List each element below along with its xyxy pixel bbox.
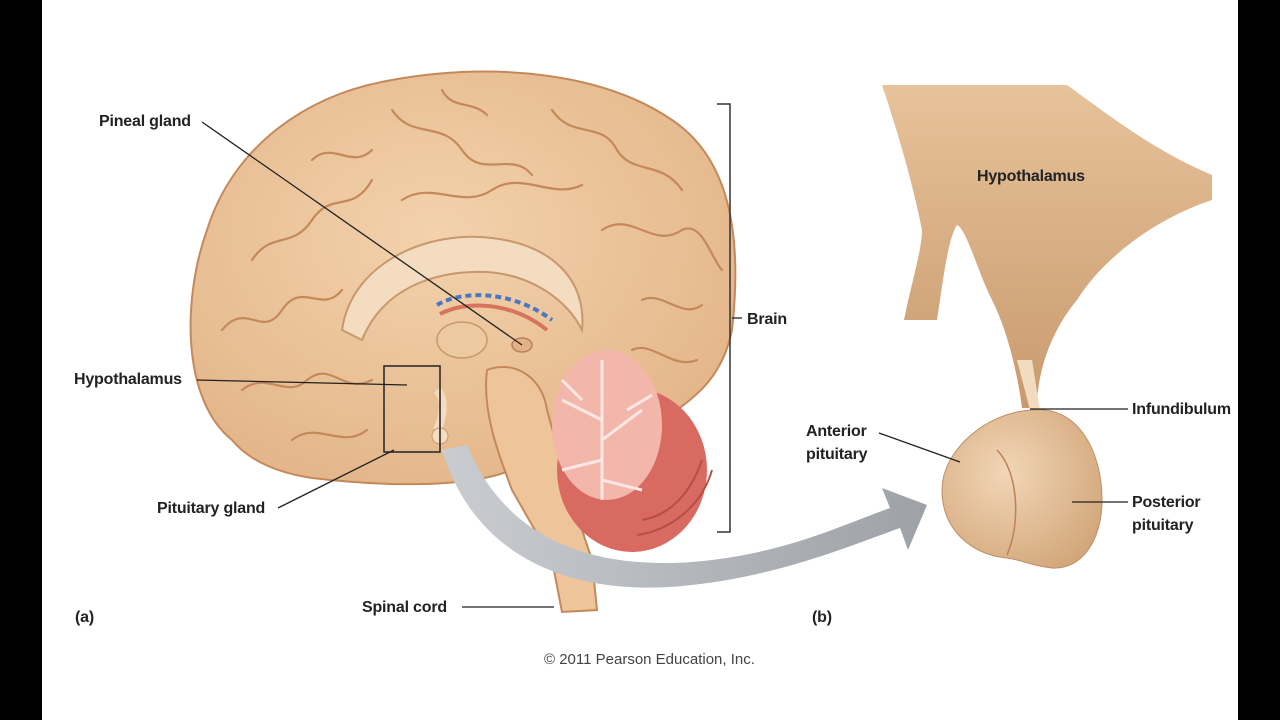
pituitary-body bbox=[941, 409, 1103, 569]
label-brain: Brain bbox=[747, 311, 787, 328]
label-posterior-pituitary-line2: pituitary bbox=[1132, 517, 1194, 534]
label-infundibulum: Infundibulum bbox=[1132, 401, 1231, 418]
hypothalamus-shape-b bbox=[882, 85, 1212, 408]
brain-pituitary-diagram bbox=[189, 70, 1212, 614]
label-pituitary-gland: Pituitary gland bbox=[157, 500, 266, 517]
leader-lines bbox=[196, 121, 1128, 608]
ventricle-blue bbox=[435, 293, 554, 322]
label-anterior-pituitary-line2: pituitary bbox=[806, 446, 868, 463]
label-hypothalamus-b: Hypothalamus bbox=[977, 168, 1085, 185]
anterior-posterior-divider bbox=[996, 449, 1017, 556]
gyri-lines bbox=[220, 88, 724, 442]
pituitary-illustration bbox=[882, 85, 1212, 569]
infundibulum-stalk bbox=[1017, 360, 1040, 410]
panel-label-b: (b) bbox=[812, 609, 832, 626]
panel-label-a: (a) bbox=[75, 609, 94, 626]
figure-canvas: Pineal gland Hypothalamus Pituitary glan… bbox=[42, 0, 1238, 720]
corpus-callosum bbox=[340, 235, 584, 342]
label-hypothalamus-a: Hypothalamus bbox=[74, 371, 182, 388]
transition-arrow bbox=[442, 445, 927, 588]
highlight-box bbox=[383, 365, 441, 453]
label-pineal-gland: Pineal gland bbox=[99, 113, 191, 130]
brain-illustration bbox=[189, 70, 737, 614]
cerebellum bbox=[552, 350, 713, 552]
label-anterior-pituitary-line1: Anterior bbox=[806, 423, 867, 440]
thalamus bbox=[436, 321, 488, 359]
label-posterior-pituitary-line1: Posterior bbox=[1132, 494, 1201, 511]
pituitary-stalk-a bbox=[433, 387, 447, 432]
ventricle-red bbox=[439, 303, 549, 332]
copyright-notice: © 2011 Pearson Education, Inc. bbox=[544, 651, 755, 668]
brain-bracket bbox=[717, 103, 731, 533]
label-spinal-cord: Spinal cord bbox=[362, 599, 447, 616]
